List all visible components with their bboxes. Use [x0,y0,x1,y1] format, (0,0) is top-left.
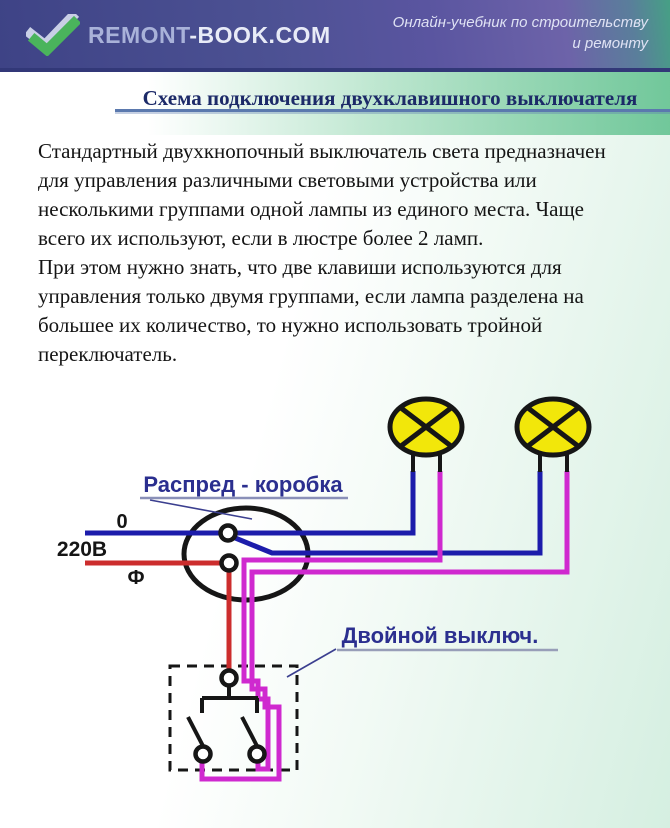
diagram-labels: Распред - коробка Двойной выключ. [143,472,538,648]
article-paragraph-1: Стандартный двухкнопочный выключатель св… [38,139,606,250]
logo-text: REMONT-BOOK.COM [88,22,331,49]
switch-input-terminal [219,668,239,688]
double-switch-label: Двойной выключ. [342,623,539,648]
phase-wire [85,560,232,672]
title-underline [115,109,670,112]
lamp-2-cross-b [526,406,580,448]
checkmark-front [27,15,80,56]
switched-wire-lamp2 [199,471,570,782]
lamp-1-cross-b [399,406,453,448]
logo-text-secondary: -BOOK.COM [189,21,331,48]
switch-output-terminal-left [193,744,213,764]
neutral-wire-lamp1 [85,471,416,536]
title-band: Схема подключения двухклавишного выключа… [0,72,670,135]
logo-text-primary: REMONT [88,21,190,48]
phase-label: Ф [127,567,144,589]
switch-left-blade [186,716,205,747]
site-header: REMONT-BOOK.COM Онлайн-учебник по строит… [0,0,670,72]
terminals [193,523,267,764]
site-tagline: Онлайн-учебник по строительству и ремонт… [392,14,648,52]
neutral-label: 0 [116,511,127,533]
neutral-wires [85,471,543,556]
switch-internals [186,685,259,747]
switch-output-terminal-right [247,744,267,764]
wiring-diagram: Распред - коробка Двойной выключ. 220В 0… [57,396,592,782]
switch-right-blade [240,716,259,747]
lamp-lead-stubs [411,454,569,472]
junction-box-label: Распред - коробка [143,472,343,497]
article-paragraph-2: При этом нужно знать, что две клавиши ис… [38,255,584,366]
page-title: Схема подключения двухклавишного выключа… [142,86,638,110]
switched-wires [199,471,570,782]
phase-wires [85,560,232,672]
voltage-label: 220В [57,538,107,561]
site-logo[interactable]: REMONT-BOOK.COM [26,14,331,56]
double-checkmark-icon [26,14,80,56]
lamps [387,396,592,458]
lamp-cross-marks [399,406,580,448]
neutral-wire-lamp2 [227,471,543,556]
neutral-terminal [218,523,238,543]
supply-labels: 220В 0 Ф [57,511,145,589]
switch-dashed-box [168,664,299,772]
junction-box-leader-line [149,499,253,520]
article-text: Стандартный двухкнопочный выключатель св… [38,137,630,369]
phase-terminal [219,553,239,573]
double-switch-leader-line [286,648,337,678]
